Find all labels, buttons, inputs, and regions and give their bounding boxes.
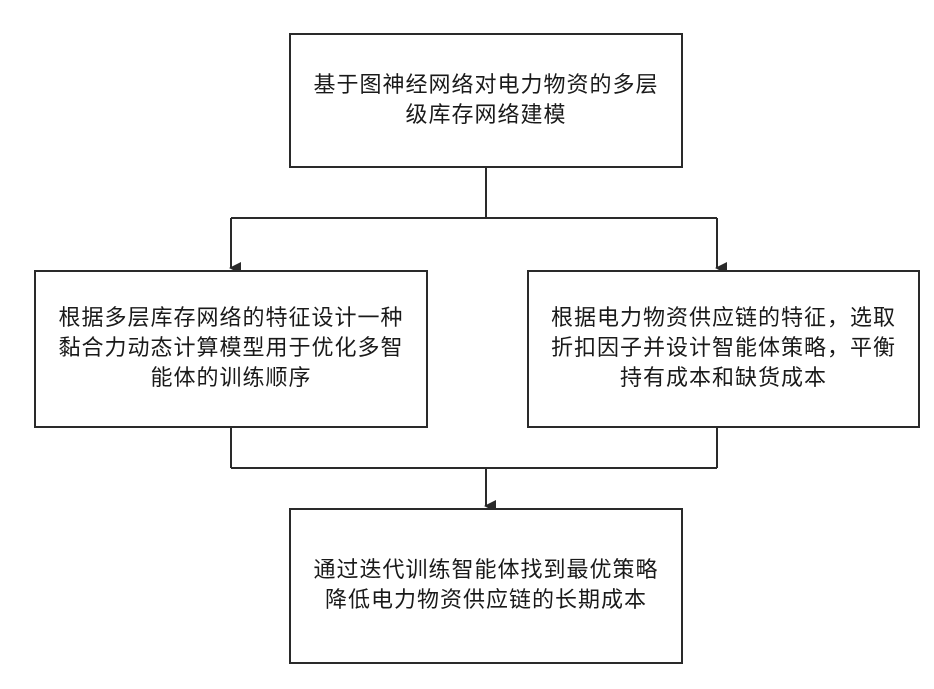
node-right-line-2: 折扣因子并设计智能体策略，平衡 bbox=[551, 334, 896, 364]
node-right-box: 根据电力物资供应链的特征，选取 折扣因子并设计智能体策略，平衡 持有成本和缺货成… bbox=[527, 270, 920, 428]
node-top-box: 基于图神经网络对电力物资的多层 级库存网络建模 bbox=[289, 33, 683, 168]
node-left-box: 根据多层库存网络的特征设计一种 黏合力动态计算模型用于优化多智 能体的训练顺序 bbox=[34, 270, 428, 428]
node-left-line-3: 能体的训练顺序 bbox=[58, 364, 403, 394]
node-top-text: 基于图神经网络对电力物资的多层 级库存网络建模 bbox=[313, 71, 658, 131]
node-left-text: 根据多层库存网络的特征设计一种 黏合力动态计算模型用于优化多智 能体的训练顺序 bbox=[58, 304, 403, 394]
node-top-line-2: 级库存网络建模 bbox=[313, 101, 658, 131]
node-bottom-box: 通过迭代训练智能体找到最优策略 降低电力物资供应链的长期成本 bbox=[289, 508, 683, 664]
node-bottom-line-2: 降低电力物资供应链的长期成本 bbox=[313, 586, 658, 616]
node-right-text: 根据电力物资供应链的特征，选取 折扣因子并设计智能体策略，平衡 持有成本和缺货成… bbox=[551, 304, 896, 394]
node-right-line-3: 持有成本和缺货成本 bbox=[551, 364, 896, 394]
node-right-line-1: 根据电力物资供应链的特征，选取 bbox=[551, 304, 896, 334]
node-left-line-1: 根据多层库存网络的特征设计一种 bbox=[58, 304, 403, 334]
node-bottom-line-1: 通过迭代训练智能体找到最优策略 bbox=[313, 556, 658, 586]
node-bottom-text: 通过迭代训练智能体找到最优策略 降低电力物资供应链的长期成本 bbox=[313, 556, 658, 616]
node-top-line-1: 基于图神经网络对电力物资的多层 bbox=[313, 71, 658, 101]
node-left-line-2: 黏合力动态计算模型用于优化多智 bbox=[58, 334, 403, 364]
